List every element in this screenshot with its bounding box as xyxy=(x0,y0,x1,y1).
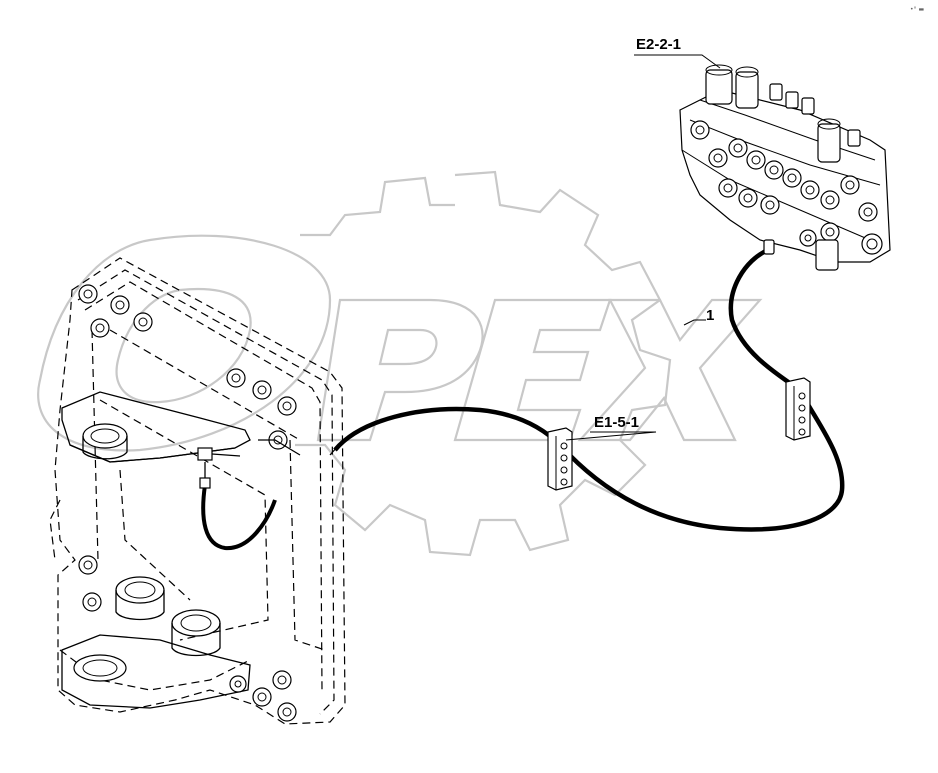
valve-ports xyxy=(690,120,883,255)
clamp-right xyxy=(785,377,811,441)
valve-block xyxy=(679,64,891,271)
callout-hose: 1 xyxy=(706,307,715,324)
frame-bolts xyxy=(78,284,297,722)
corner-mark: •° ▬ xyxy=(910,6,925,13)
clamp-left xyxy=(547,427,573,491)
callout-valve-block: E2-2-1 xyxy=(636,36,682,53)
opex-watermark xyxy=(37,170,763,557)
main-hose xyxy=(333,247,845,532)
callout-clamp: E1-5-1 xyxy=(594,414,640,431)
callout-leaders xyxy=(565,54,721,441)
frame-bracket xyxy=(49,257,346,725)
valve-solenoids xyxy=(705,64,861,163)
